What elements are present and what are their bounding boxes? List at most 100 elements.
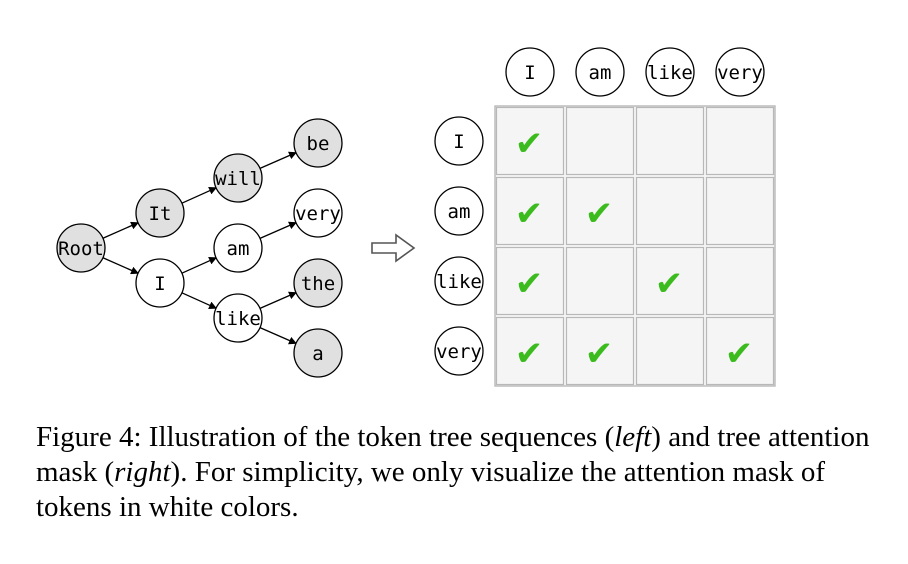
tree-node-will: will (213, 153, 263, 203)
check-mark-icon: ✔ (655, 264, 684, 304)
tree-edge-like-a (259, 327, 297, 345)
mask-row-header-label: I (453, 131, 464, 153)
tree-node-am: am (213, 223, 263, 273)
tree-node-circle (293, 258, 343, 308)
mask-column-header-circle (645, 47, 695, 97)
tree-edge-it-will (181, 187, 218, 204)
caption-text-3: ). For simplicity, we only visualize the… (36, 456, 826, 523)
check-mark-icon: ✔ (515, 194, 544, 234)
mask-column-header-circle (715, 47, 765, 97)
tree-edge-am-very (259, 221, 297, 239)
tree-node-it: It (135, 188, 185, 238)
tree-node-a: a (293, 328, 343, 378)
tree-node-label: a (312, 343, 323, 365)
caption-label: Figure 4: (36, 421, 142, 453)
mask-cell (705, 316, 775, 386)
tree-node-circle (213, 223, 263, 273)
mask-cell (565, 316, 635, 386)
tree-node-circle (213, 153, 263, 203)
mask-cell (705, 176, 775, 246)
mask-column-header-label: very (717, 62, 763, 84)
mask-row-header-label: very (436, 341, 482, 363)
mask-row-header: like (434, 256, 484, 306)
tree-node-label: Root (58, 238, 104, 260)
tree-node-be: be (293, 118, 343, 168)
caption-left: left (614, 421, 652, 453)
tree-node-circle (293, 118, 343, 168)
caption-text-2: ) and tree attention mask ( (36, 421, 870, 488)
mask-cell (635, 176, 705, 246)
tree-node-very: very (293, 188, 343, 238)
mask-cell (635, 246, 705, 316)
tree-node-label: be (307, 133, 330, 155)
tree-node-circle (293, 328, 343, 378)
mask-cell (635, 316, 705, 386)
mask-column-header: very (715, 47, 765, 97)
mask-cell (495, 316, 565, 386)
mask-column-header-label: like (647, 62, 693, 84)
mask-column-header: am (575, 47, 625, 97)
tree-node-label: I (154, 273, 165, 295)
mask-row-header-circle (434, 256, 484, 306)
mask-column-header-circle (505, 47, 555, 97)
mask-row-header-label: am (448, 201, 471, 223)
check-mark-icon: ✔ (725, 334, 754, 374)
tree-node-like: like (213, 293, 263, 343)
mask-column-header-label: I (524, 62, 535, 84)
mask-cell (705, 106, 775, 176)
mask-row-header: am (434, 186, 484, 236)
mask-row-header-circle (434, 326, 484, 376)
tree-node-label: like (215, 308, 261, 330)
tree-node-root: Root (56, 223, 106, 273)
check-mark-icon: ✔ (585, 334, 614, 374)
mask-cell (495, 106, 565, 176)
tree-node-label: It (149, 203, 172, 225)
tree-node-circle (135, 258, 185, 308)
tree-edges (102, 151, 297, 345)
tree-edge-will-be (259, 151, 297, 169)
tree-node-label: am (227, 238, 250, 260)
tree-node-label: will (215, 168, 261, 190)
tree-node-circle (293, 188, 343, 238)
mask-row-header-circle (434, 186, 484, 236)
mask-column-header: like (645, 47, 695, 97)
check-mark-icon: ✔ (515, 334, 544, 374)
mask-column-header-circle (575, 47, 625, 97)
tree-edge-root-it (102, 221, 139, 239)
mask-row-header: I (434, 116, 484, 166)
tree-node-circle (135, 188, 185, 238)
mask-cell (565, 246, 635, 316)
right-arrow-icon (371, 233, 416, 263)
mask-row-header: very (434, 326, 484, 376)
tree-node-label: very (295, 203, 341, 225)
check-mark-icon: ✔ (515, 264, 544, 304)
tree-edge-root-i (102, 257, 139, 275)
tree-node-the: the (293, 258, 343, 308)
tree-edge-like-the (259, 291, 297, 309)
mask-cell (565, 106, 635, 176)
mask-row-header-label: like (436, 271, 482, 293)
tree-node-circle (213, 293, 263, 343)
mask-column-header: I (505, 47, 555, 97)
tree-node-circle (56, 223, 106, 273)
tree-edge-i-like (181, 292, 218, 309)
tree-node-label: the (301, 273, 335, 295)
caption-right: right (114, 456, 171, 488)
mask-cell (565, 176, 635, 246)
mask-cell (495, 176, 565, 246)
mask-cell (635, 106, 705, 176)
figure-caption: Figure 4: Illustration of the token tree… (36, 420, 896, 525)
mask-row-header-circle (434, 116, 484, 166)
caption-text-1: Illustration of the token tree sequences… (148, 421, 615, 453)
tree-node-i: I (135, 258, 185, 308)
tree-edge-i-am (181, 257, 218, 274)
check-mark-icon: ✔ (585, 194, 614, 234)
mask-column-header-label: am (589, 62, 612, 84)
check-mark-icon: ✔ (515, 124, 544, 164)
mask-cell (495, 246, 565, 316)
mask-cell (705, 246, 775, 316)
